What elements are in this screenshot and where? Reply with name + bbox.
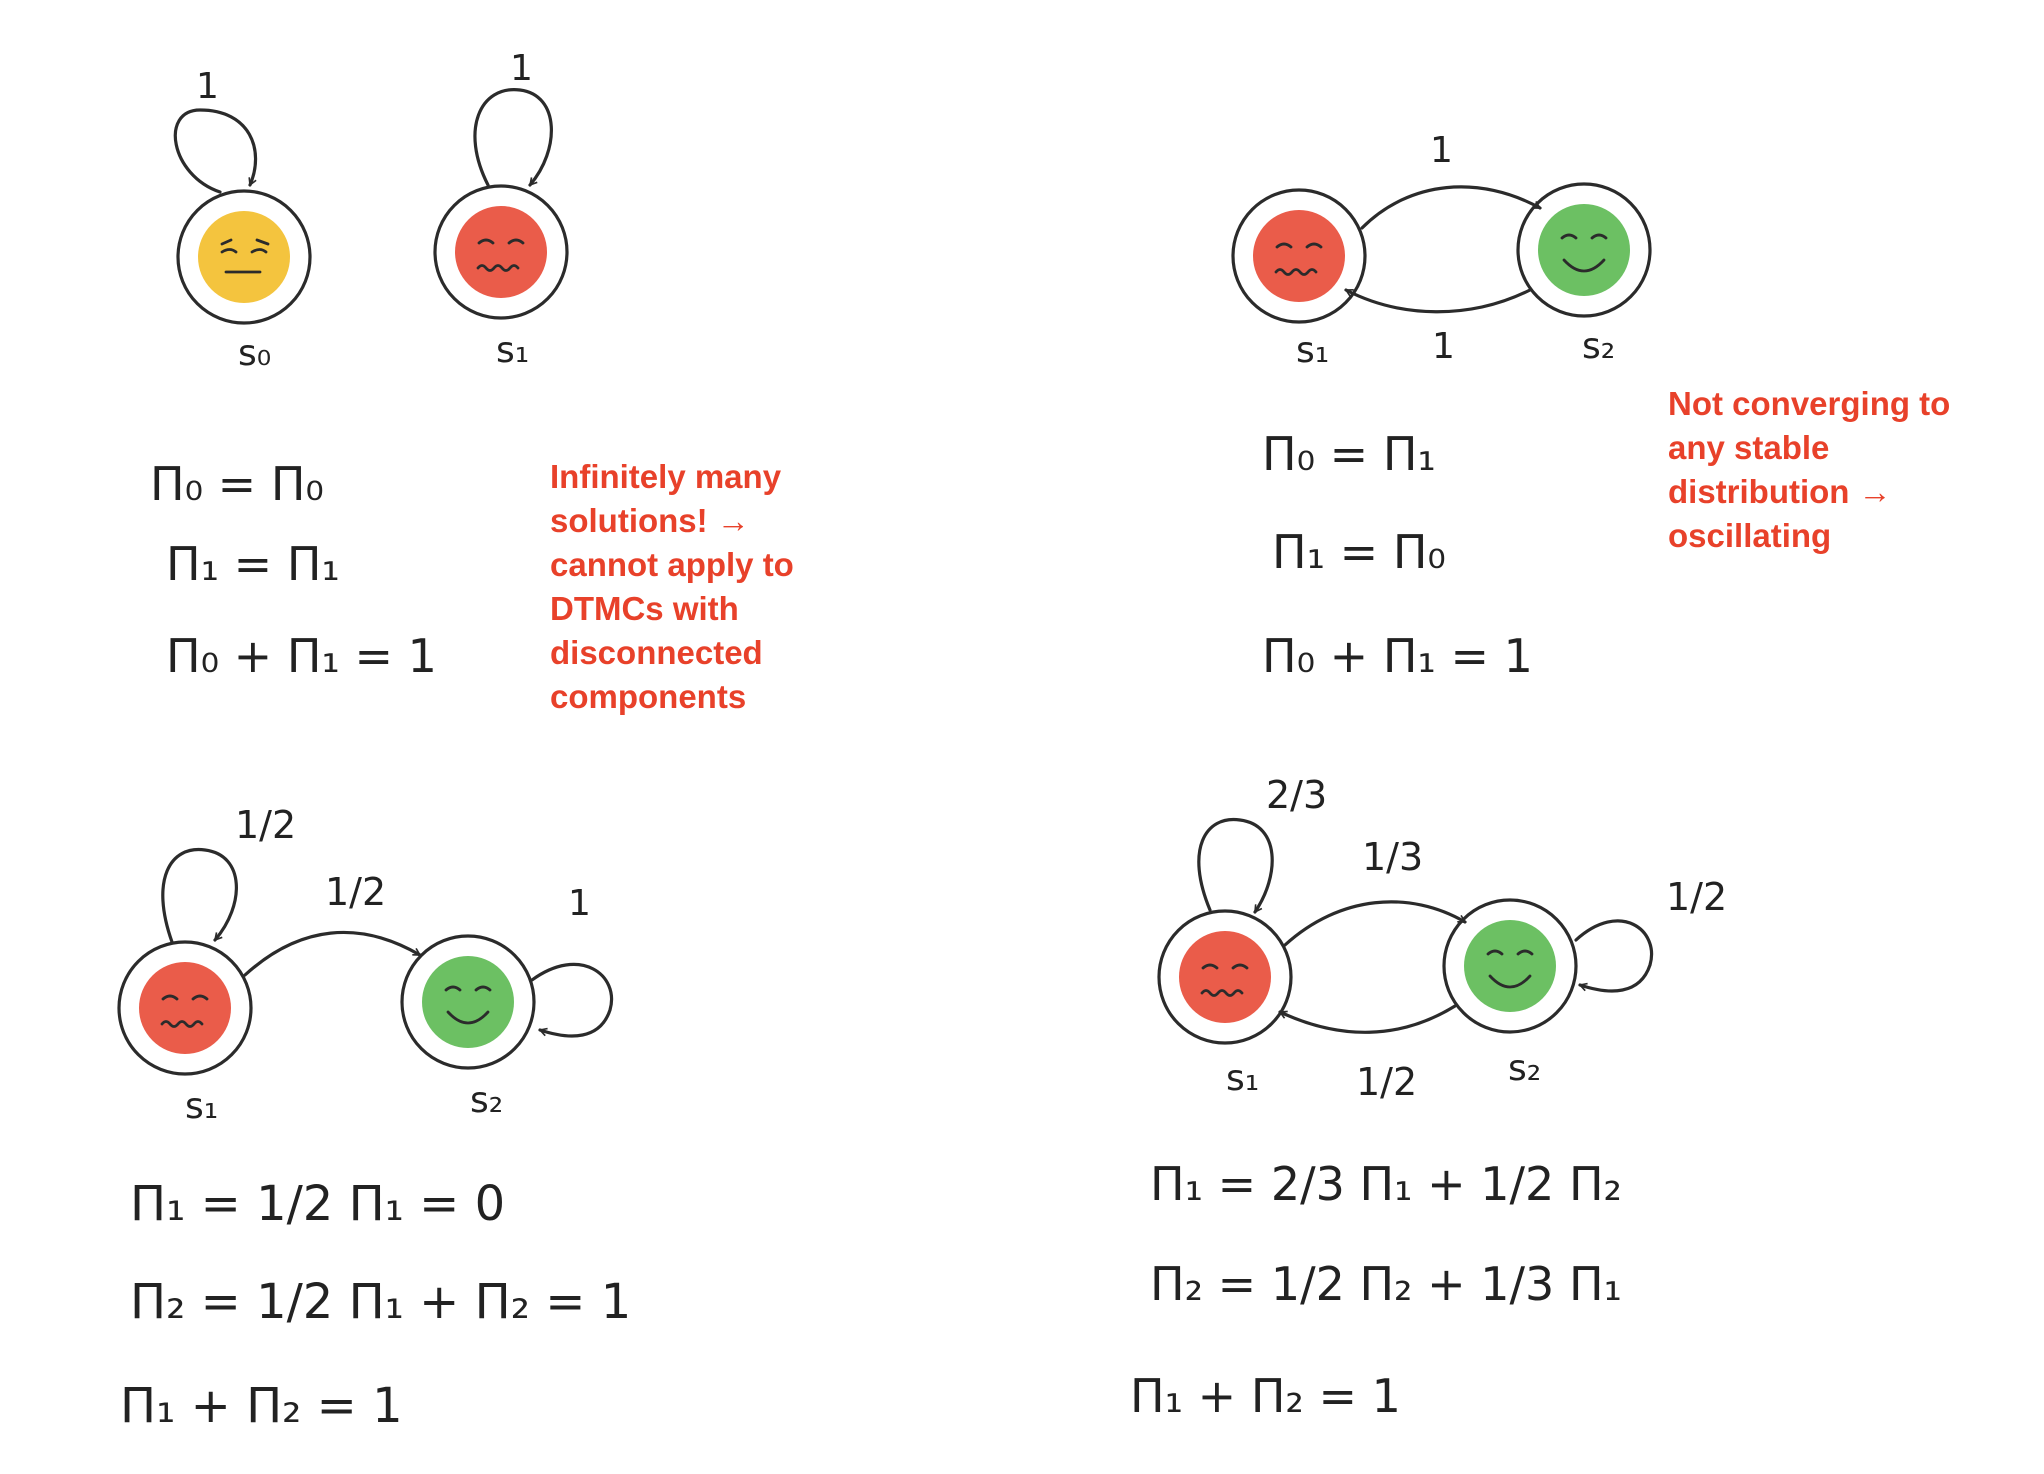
- equation-tr-2: Π₀ + Π₁ = 1: [1262, 629, 1533, 683]
- equation-tr-1: Π₁ = Π₀: [1272, 525, 1446, 579]
- state-tl-s1: [433, 184, 569, 320]
- state-label-bl-s1: s₁: [185, 1086, 218, 1127]
- equation-tr-0: Π₀ = Π₁: [1262, 427, 1436, 481]
- panel-br: 2/3 1/3 1/2 1/2 s₁ s₂ Π₁ = 2/3 Π₁ + 1/2 …: [1130, 773, 1727, 1423]
- note-line: oscillating: [1668, 517, 1832, 554]
- edge-label-br-1: 1/3: [1362, 835, 1423, 879]
- edge-tr-s2-to-s1: [1344, 288, 1532, 314]
- edge-label-bl-0: 1/2: [235, 803, 296, 847]
- state-bl-s1: [117, 940, 253, 1076]
- green-smile-face-icon: [422, 956, 514, 1048]
- red-wavy-face-icon: [1179, 931, 1271, 1023]
- edge-label-tr-1: 1: [1432, 326, 1455, 367]
- equation-br-2: Π₁ + Π₂ = 1: [1130, 1369, 1401, 1423]
- note-oscillating: Not converging to any stable distributio…: [1668, 382, 1950, 558]
- state-label-br-s2: s₂: [1508, 1048, 1541, 1089]
- state-label-tr-s2: s₂: [1582, 326, 1615, 367]
- note-disconnected: Infinitely many solutions! → cannot appl…: [550, 455, 794, 719]
- edge-br-s2-to-s1: [1278, 1004, 1457, 1034]
- yellow-squint-face-icon: [198, 211, 290, 303]
- edge-label-tr-0: 1: [1430, 130, 1453, 171]
- note-line: components: [550, 678, 747, 715]
- state-label-tl-s0: s₀: [238, 333, 271, 374]
- green-smile-face-icon: [1464, 920, 1556, 1012]
- edge-br-s1-to-s2: [1283, 900, 1467, 947]
- green-smile-face-icon: [1538, 204, 1630, 296]
- self-loop-tl-s0: [173, 108, 258, 194]
- state-label-br-s1: s₁: [1226, 1058, 1259, 1099]
- panel-tr: 1 1 s₁ s₂ Π₀ = Π₁ Π₁ = Π₀ Π₀ + Π₁ = 1: [1231, 130, 1652, 683]
- edge-tr-s1-to-s2: [1360, 185, 1542, 230]
- equation-bl-0: Π₁ = 1/2 Π₁ = 0: [130, 1176, 505, 1232]
- state-tr-s2: [1516, 182, 1652, 318]
- edge-label-br-2: 1/2: [1356, 1060, 1417, 1104]
- state-bl-s2: [400, 934, 536, 1070]
- note-line: disconnected: [550, 634, 763, 671]
- state-label-bl-s2: s₂: [470, 1080, 503, 1121]
- equation-tl-0: Π₀ = Π₀: [150, 457, 324, 511]
- red-wavy-face-icon: [1253, 210, 1345, 302]
- edge-label-br-0: 2/3: [1266, 773, 1327, 817]
- edge-label-tl-1: 1: [510, 48, 533, 89]
- state-br-s2: [1442, 898, 1578, 1034]
- note-line: distribution →: [1668, 473, 1892, 510]
- edge-bl-s1-to-s2: [243, 930, 422, 977]
- self-loop-tl-s1: [473, 88, 553, 187]
- equation-tl-1: Π₁ = Π₁: [166, 537, 340, 591]
- state-label-tl-s1: s₁: [496, 330, 529, 371]
- note-line: solutions! →: [550, 502, 750, 539]
- note-line: any stable: [1668, 429, 1830, 466]
- edge-label-br-3: 1/2: [1666, 875, 1727, 919]
- self-loop-br-s1: [1197, 817, 1274, 914]
- self-loop-br-s2: [1574, 919, 1654, 993]
- equation-br-0: Π₁ = 2/3 Π₁ + 1/2 Π₂: [1150, 1157, 1622, 1211]
- self-loop-bl-s1: [161, 847, 238, 944]
- panel-tl: 1 1 s₀ s₁ Π₀ = Π₀ Π₁ = Π₁ Π₀ + Π₁ = 1: [150, 48, 569, 683]
- edge-label-tl-0: 1: [196, 66, 219, 107]
- note-line: DTMCs with: [550, 590, 739, 627]
- red-wavy-face-icon: [455, 206, 547, 298]
- state-tr-s1: [1231, 188, 1367, 324]
- panel-bl: 1/2 1/2 1 s₁ s₂ Π₁ = 1/2 Π₁ = 0 Π₂ = 1/2…: [117, 803, 631, 1434]
- note-line: Not converging to: [1668, 385, 1951, 422]
- edge-label-bl-2: 1: [568, 883, 591, 924]
- state-label-tr-s1: s₁: [1296, 330, 1329, 371]
- state-tl-s0: [176, 189, 312, 325]
- edge-label-bl-1: 1/2: [325, 870, 386, 914]
- note-line: cannot apply to: [550, 546, 794, 583]
- equation-bl-2: Π₁ + Π₂ = 1: [120, 1378, 403, 1434]
- state-br-s1: [1157, 909, 1293, 1045]
- equation-br-1: Π₂ = 1/2 Π₂ + 1/3 Π₁: [1150, 1257, 1622, 1311]
- equation-tl-2: Π₀ + Π₁ = 1: [166, 629, 437, 683]
- note-line: Infinitely many: [550, 458, 782, 495]
- red-wavy-face-icon: [139, 962, 231, 1054]
- self-loop-bl-s2: [530, 962, 614, 1038]
- equation-bl-1: Π₂ = 1/2 Π₁ + Π₂ = 1: [130, 1274, 631, 1330]
